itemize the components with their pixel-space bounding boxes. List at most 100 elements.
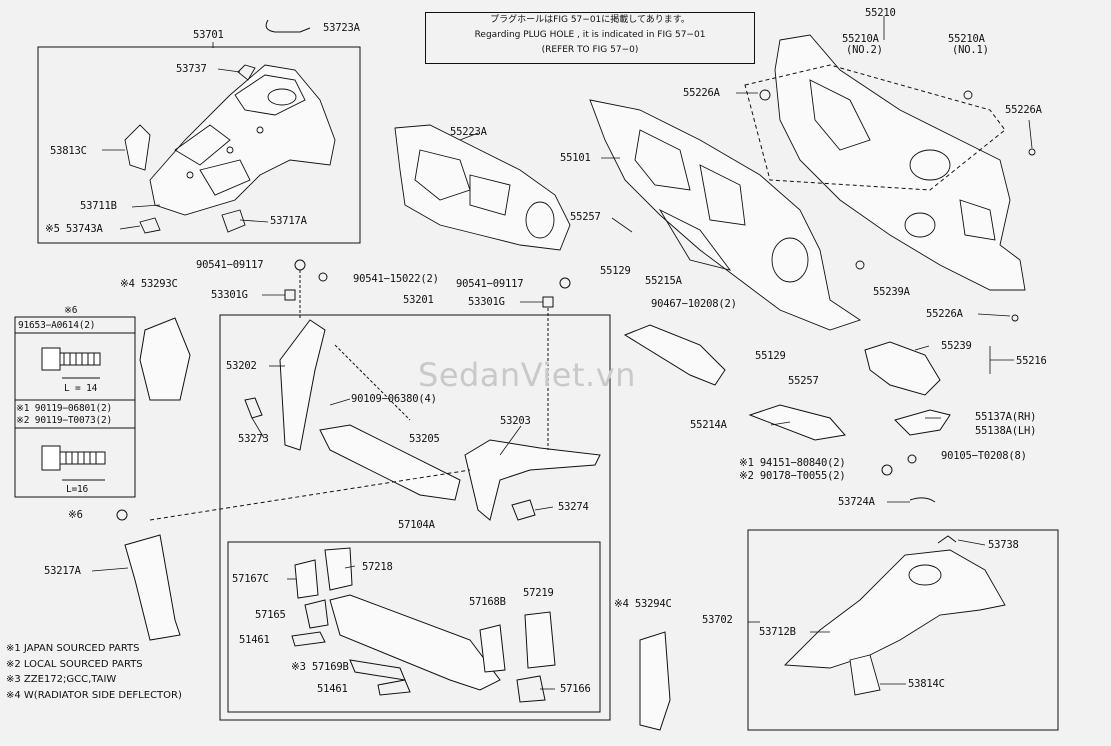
label-55223A[interactable]: 55223A bbox=[450, 126, 487, 138]
bolt-box-ref: ※6 bbox=[64, 305, 78, 316]
label-53737[interactable]: 53737 bbox=[176, 63, 207, 75]
group-box-53702 bbox=[747, 529, 1059, 731]
part-53294C bbox=[639, 631, 671, 731]
label-53274[interactable]: 53274 bbox=[558, 501, 589, 513]
label-53301G-a[interactable]: 53301G bbox=[211, 289, 248, 301]
label-51461-b[interactable]: 51461 bbox=[317, 683, 348, 695]
label-90105[interactable]: 90105−T0208(8) bbox=[941, 450, 1027, 462]
label-55101[interactable]: 55101 bbox=[560, 152, 591, 164]
part-51461b bbox=[377, 679, 411, 696]
label-55129-bottom[interactable]: 55129 bbox=[755, 350, 786, 362]
part-53202 bbox=[279, 319, 326, 451]
label-55226A-left[interactable]: 55226A bbox=[683, 87, 720, 99]
part-55210-insulator bbox=[759, 34, 1036, 322]
label-57167C[interactable]: 57167C bbox=[232, 573, 269, 585]
legend-item-2: ※2 LOCAL SOURCED PARTS bbox=[6, 658, 143, 670]
label-90541-09117-a[interactable]: 90541−09117 bbox=[196, 259, 264, 271]
part-57166 bbox=[516, 675, 546, 703]
label-55210A-no1[interactable]: 55210A bbox=[948, 33, 985, 45]
label-53813C[interactable]: 53813C bbox=[50, 145, 87, 157]
label-55226A-right[interactable]: 55226A bbox=[1005, 104, 1042, 116]
group-box-53201 bbox=[219, 314, 611, 721]
label-55226A-bottom[interactable]: 55226A bbox=[926, 308, 963, 320]
label-53202[interactable]: 53202 bbox=[226, 360, 257, 372]
bolt-box-dim1: L = 14 bbox=[64, 383, 98, 394]
label-55129-top[interactable]: 55129 bbox=[600, 265, 631, 277]
label-57165[interactable]: 57165 bbox=[255, 609, 286, 621]
label-55239A[interactable]: 55239A bbox=[873, 286, 910, 298]
part-57218 bbox=[324, 547, 353, 591]
note-line-1: プラグホールはFIG 57−01に掲載してあります。 bbox=[490, 15, 690, 25]
label-53814C[interactable]: 53814C bbox=[908, 678, 945, 690]
label-90178[interactable]: ※2 90178−T0055(2) bbox=[739, 470, 846, 482]
label-53217A[interactable]: 53217A bbox=[44, 565, 81, 577]
label-57166[interactable]: 57166 bbox=[560, 683, 591, 695]
note-line-3: (REFER TO FIG 57−0) bbox=[541, 45, 639, 55]
label-53701[interactable]: 53701 bbox=[193, 29, 224, 41]
label-55138A-LH[interactable]: 55138A(LH) bbox=[975, 425, 1037, 437]
part-57219 bbox=[524, 611, 556, 669]
label-53723A[interactable]: 53723A bbox=[323, 22, 360, 34]
group-box-57104A bbox=[227, 541, 601, 713]
nut-94151 bbox=[881, 464, 893, 476]
label-94151[interactable]: ※1 94151−80840(2) bbox=[739, 457, 846, 469]
label-note6[interactable]: ※6 bbox=[68, 509, 83, 521]
part-55101-dash-panel bbox=[589, 99, 862, 331]
label-55210[interactable]: 55210 bbox=[865, 7, 896, 19]
label-53712B[interactable]: 53712B bbox=[759, 626, 796, 638]
label-51461-a[interactable]: 51461 bbox=[239, 634, 270, 646]
label-55239[interactable]: 55239 bbox=[941, 340, 972, 352]
part-53274 bbox=[511, 499, 536, 521]
label-57168B[interactable]: 57168B bbox=[469, 596, 506, 608]
label-53203[interactable]: 53203 bbox=[500, 415, 531, 427]
label-53293C[interactable]: ※4 53293C bbox=[120, 278, 178, 290]
label-53301G-b[interactable]: 53301G bbox=[468, 296, 505, 308]
label-53711B[interactable]: 53711B bbox=[80, 200, 117, 212]
label-55214A[interactable]: 55214A bbox=[690, 419, 727, 431]
legend-item-4: ※4 W(RADIATOR SIDE DEFLECTOR) bbox=[6, 689, 182, 701]
label-53738[interactable]: 53738 bbox=[988, 539, 1019, 551]
label-53743A[interactable]: ※5 53743A bbox=[45, 223, 103, 235]
part-53205 bbox=[319, 424, 461, 501]
label-55210A-no2[interactable]: 55210A bbox=[842, 33, 879, 45]
label-53702[interactable]: 53702 bbox=[702, 614, 733, 626]
part-53723A-clip bbox=[265, 19, 311, 33]
part-57165 bbox=[304, 599, 329, 629]
note-line-2: Regarding PLUG HOLE , it is indicated in… bbox=[474, 30, 706, 40]
label-90541-15022[interactable]: 90541−15022(2) bbox=[353, 273, 439, 285]
label-55257-bottom[interactable]: 55257 bbox=[788, 375, 819, 387]
label-90109[interactable]: 90109−06380(4) bbox=[351, 393, 437, 405]
label-55216[interactable]: 55216 bbox=[1016, 355, 1047, 367]
bolt-box-dim2: L=16 bbox=[66, 484, 89, 495]
label-57104A[interactable]: 57104A bbox=[398, 519, 435, 531]
legend-item-1: ※1 JAPAN SOURCED PARTS bbox=[6, 643, 140, 654]
label-53205[interactable]: 53205 bbox=[409, 433, 440, 445]
watermark: SedanViet.vn bbox=[418, 356, 636, 394]
label-53717A[interactable]: 53717A bbox=[270, 215, 307, 227]
part-53738 bbox=[937, 535, 957, 544]
label-57218[interactable]: 57218 bbox=[362, 561, 393, 573]
label-53294C[interactable]: ※4 53294C bbox=[614, 598, 672, 610]
part-53203 bbox=[464, 439, 601, 521]
label-53201[interactable]: 53201 bbox=[403, 294, 434, 306]
part-57104A-support bbox=[329, 594, 501, 691]
bolt-6 bbox=[116, 509, 128, 521]
label-53724A[interactable]: 53724A bbox=[838, 496, 875, 508]
part-55214A bbox=[748, 404, 846, 441]
part-55216 bbox=[864, 341, 941, 396]
label-90541-09117-b[interactable]: 90541−09117 bbox=[456, 278, 524, 290]
label-55210A-no1-note: (NO.1) bbox=[952, 44, 989, 56]
label-55137A-RH[interactable]: 55137A(RH) bbox=[975, 411, 1037, 423]
part-55137A bbox=[894, 409, 951, 436]
label-55215A[interactable]: 55215A bbox=[645, 275, 682, 287]
label-90467[interactable]: 90467−10208(2) bbox=[651, 298, 737, 310]
part-53217A bbox=[124, 534, 181, 641]
part-53724A-clip bbox=[909, 497, 936, 503]
label-55257-top[interactable]: 55257 bbox=[570, 211, 601, 223]
label-57219[interactable]: 57219 bbox=[523, 587, 554, 599]
label-57169B[interactable]: ※3 57169B bbox=[291, 661, 349, 673]
grommet-90541b bbox=[318, 272, 328, 282]
label-53273[interactable]: 53273 bbox=[238, 433, 269, 445]
